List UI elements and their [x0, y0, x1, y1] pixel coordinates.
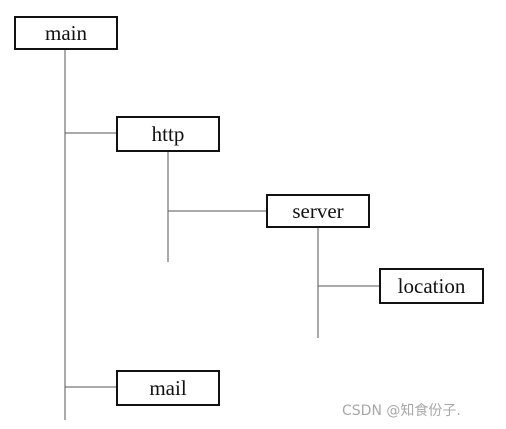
- node-http: http: [116, 116, 220, 152]
- node-main: main: [14, 16, 118, 50]
- node-location: location: [379, 268, 484, 304]
- node-server: server: [266, 194, 370, 228]
- watermark-text: CSDN @知食份子.: [342, 403, 461, 419]
- node-mail: mail: [116, 370, 220, 406]
